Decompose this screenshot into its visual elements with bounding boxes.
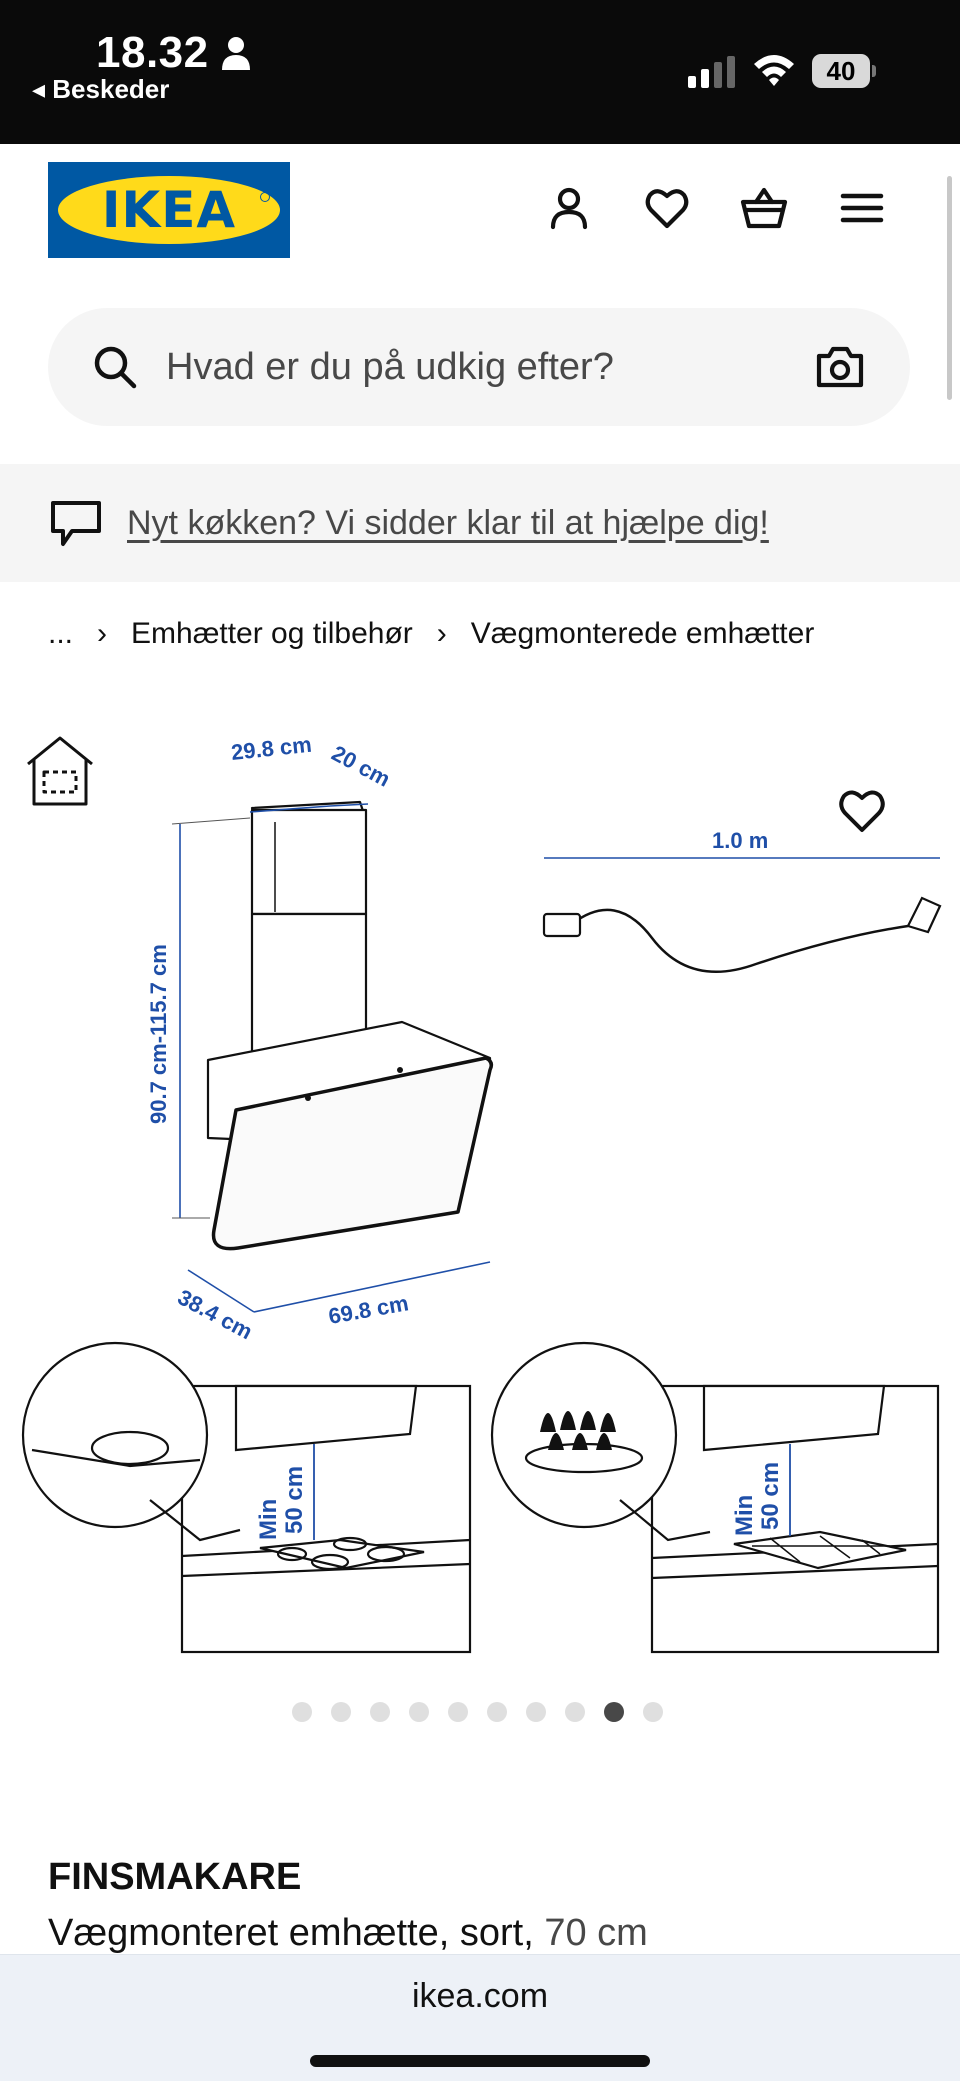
product-size: 70 cm bbox=[544, 1912, 648, 1954]
battery-icon: 40 bbox=[812, 54, 876, 88]
account-button[interactable] bbox=[541, 180, 597, 236]
carousel-dot[interactable] bbox=[448, 1702, 468, 1722]
installation-clearance-images[interactable]: Min 50 cm Min 50 cm bbox=[0, 1340, 960, 1660]
favorites-button[interactable] bbox=[639, 180, 695, 236]
clearance-min-right: Min bbox=[731, 1495, 758, 1536]
search-icon bbox=[94, 346, 137, 389]
dimension-width-top: 29.8 cm bbox=[230, 732, 313, 765]
breadcrumb-wall-mounted-hoods[interactable]: Vægmonterede emhætter bbox=[470, 617, 815, 650]
carousel-dot[interactable] bbox=[331, 1702, 351, 1722]
wifi-icon bbox=[754, 55, 794, 86]
dimension-depth-top: 20 cm bbox=[328, 740, 395, 791]
image-carousel-dots bbox=[292, 1702, 663, 1724]
breadcrumb-hoods-accessories[interactable]: Emhætter og tilbehør bbox=[131, 617, 413, 650]
back-label: Beskeder bbox=[52, 74, 170, 104]
person-icon bbox=[222, 37, 250, 70]
dimension-width: 69.8 cm bbox=[327, 1290, 411, 1329]
chat-icon bbox=[51, 501, 101, 546]
account-icon bbox=[550, 187, 588, 230]
kitchen-help-link[interactable]: Nyt køkken? Vi sidder klar til at hjælpe… bbox=[127, 504, 769, 542]
product-description: Vægmonteret emhætte, sort, 70 cm bbox=[48, 1912, 648, 1955]
carousel-dot[interactable] bbox=[292, 1702, 312, 1722]
status-time: 18.32 bbox=[96, 28, 209, 77]
heart-icon bbox=[645, 189, 689, 229]
view-in-room-icon[interactable] bbox=[24, 734, 96, 808]
browser-address-bar[interactable]: ikea.com bbox=[0, 1954, 960, 2081]
carousel-dot[interactable] bbox=[487, 1702, 507, 1722]
ikea-logo[interactable]: IKEA bbox=[48, 162, 290, 258]
menu-icon bbox=[840, 193, 884, 223]
menu-button[interactable] bbox=[834, 180, 890, 236]
url-text[interactable]: ikea.com bbox=[411, 1977, 549, 2015]
breadcrumb-ellipsis[interactable]: ... bbox=[48, 617, 74, 650]
chevron-right-icon: › bbox=[436, 617, 447, 650]
scrollbar[interactable] bbox=[947, 176, 952, 400]
carousel-dot[interactable] bbox=[565, 1702, 585, 1722]
add-to-favorites-icon[interactable] bbox=[836, 786, 888, 834]
carousel-dot[interactable] bbox=[370, 1702, 390, 1722]
logo-text: IKEA bbox=[101, 181, 237, 239]
chevron-right-icon: › bbox=[97, 617, 108, 650]
clearance-distance-left: 50 cm bbox=[281, 1466, 308, 1534]
carousel-dot[interactable] bbox=[409, 1702, 429, 1722]
breadcrumb: ... › Emhætter og tilbehør › Vægmontered… bbox=[48, 610, 814, 658]
basket-button[interactable] bbox=[736, 180, 792, 236]
product-type: Vægmonteret emhætte, sort, bbox=[48, 1912, 534, 1954]
camera-icon[interactable] bbox=[816, 344, 864, 390]
back-to-messages[interactable]: ◂ Beskeder bbox=[32, 74, 170, 104]
basket-icon bbox=[740, 187, 788, 229]
search-bar[interactable] bbox=[48, 308, 910, 426]
clearance-distance-right: 50 cm bbox=[757, 1462, 784, 1530]
dimension-cable: 1.0 m bbox=[712, 828, 768, 853]
carousel-dot-active[interactable] bbox=[604, 1702, 624, 1722]
kitchen-help-banner: Nyt køkken? Vi sidder klar til at hjælpe… bbox=[0, 464, 960, 582]
search-input[interactable] bbox=[166, 308, 746, 426]
home-indicator bbox=[310, 2055, 650, 2067]
carousel-dot[interactable] bbox=[526, 1702, 546, 1722]
product-dimension-drawing[interactable]: 29.8 cm 20 cm 90.7 cm-115.7 cm 38.4 cm 6… bbox=[0, 700, 960, 1360]
battery-level: 40 bbox=[812, 54, 870, 88]
dimension-depth: 38.4 cm bbox=[174, 1284, 257, 1344]
product-name: FINSMAKARE bbox=[48, 1856, 302, 1898]
clearance-min-left: Min bbox=[255, 1499, 282, 1540]
signal-icon bbox=[688, 56, 735, 88]
dimension-height: 90.7 cm-115.7 cm bbox=[146, 944, 171, 1124]
carousel-dot[interactable] bbox=[643, 1702, 663, 1722]
status-bar: 18.32 ◂ Beskeder 40 bbox=[0, 0, 960, 144]
